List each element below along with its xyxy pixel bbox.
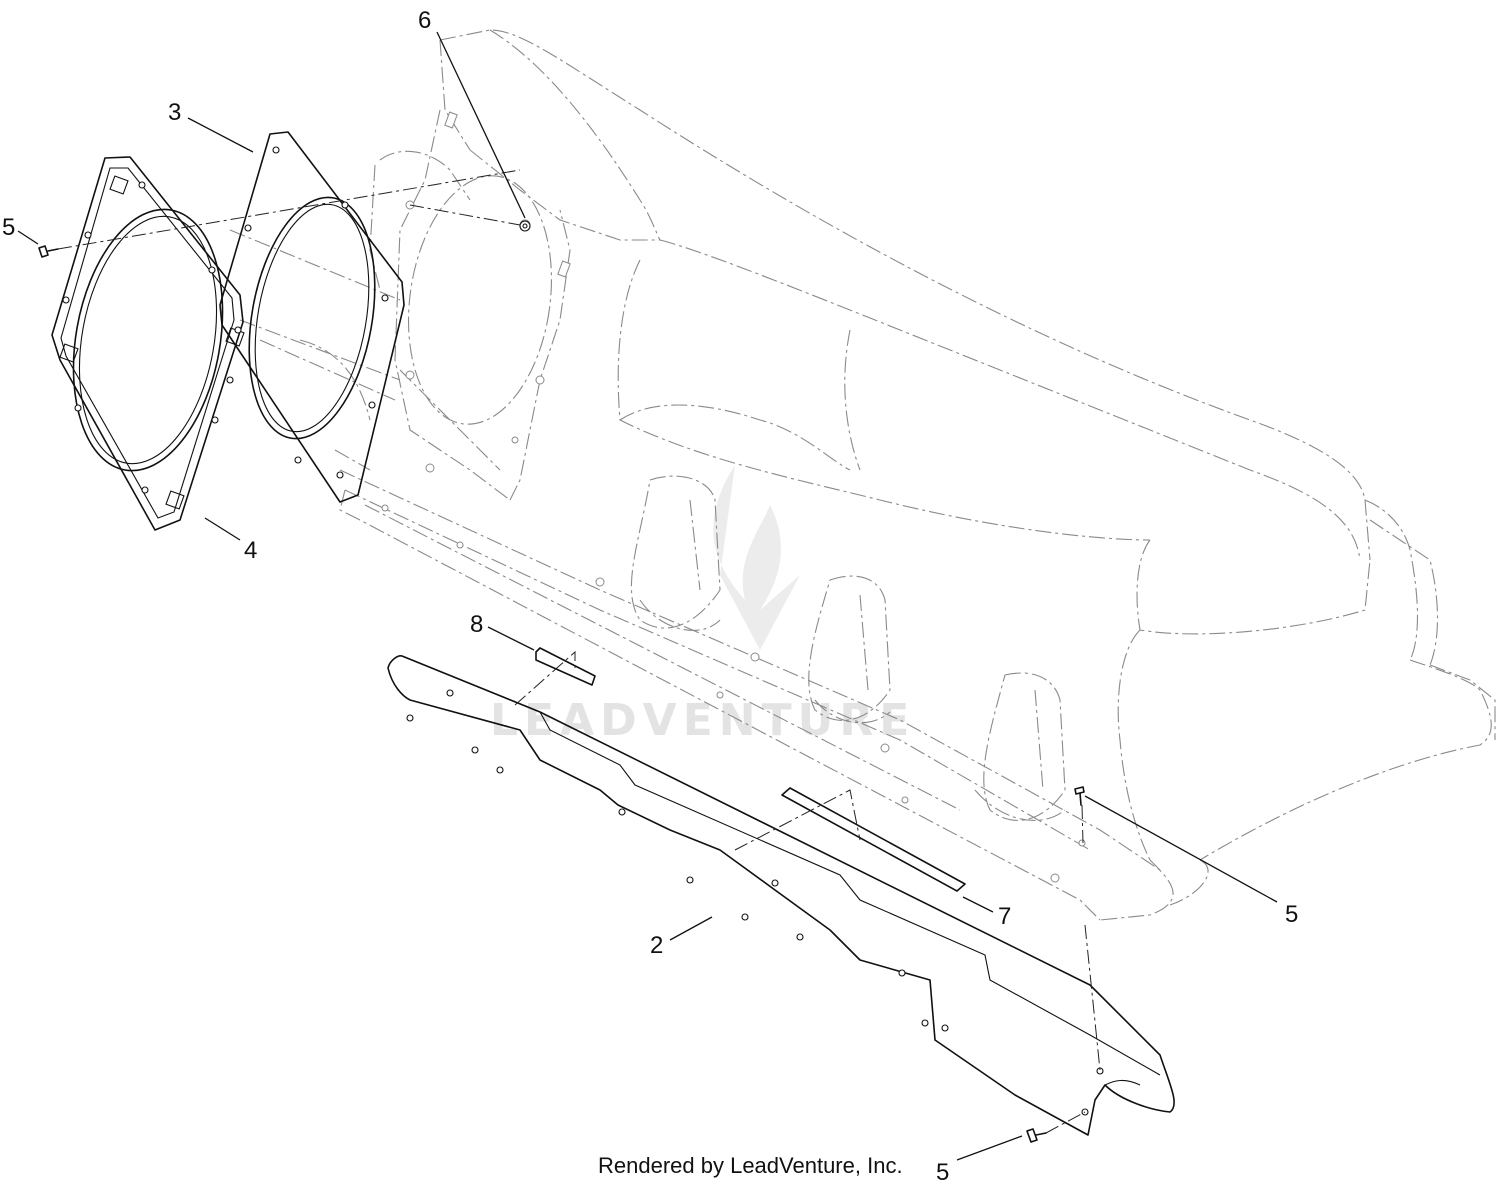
callout-6: 6 [418,7,431,34]
callout-2: 2 [650,932,663,959]
screw-icon [1026,1128,1047,1143]
watermark-text: LEADVENTURE [490,695,915,746]
leader-4 [204,517,241,541]
render-credit: Rendered by LeadVenture, Inc. [598,1153,903,1178]
callout-labels: 6 3 5 4 8 5 7 2 5 [2,7,1298,1186]
callout-5: 5 [936,1159,949,1186]
watermark: LEADVENTURE [490,465,915,746]
leader-6 [436,31,526,219]
part-8-pad [535,647,596,686]
part-3-gasket [219,131,405,503]
callout-4: 4 [244,537,257,564]
blower-housing-phantom [229,29,1496,921]
leader-5b [1084,795,1278,903]
part-4-flange-ring [51,156,245,531]
assembly-lines [57,169,1101,1134]
leader-lines [17,31,1278,1161]
nut-icon [519,220,531,232]
part-7-strip [781,787,966,892]
screw-icon [38,245,59,258]
leader-3 [187,117,254,153]
callout-5: 5 [1285,901,1298,928]
callout-8: 8 [470,611,483,638]
callout-3: 3 [168,99,181,126]
leader-5c [956,1135,1023,1161]
watermark-logo-icon [713,465,800,650]
leader-5a [17,230,39,245]
part-2-baffle-plate [387,655,1175,1136]
screw-icon [1074,786,1085,806]
leader-7 [962,896,994,913]
fasteners [38,220,1085,1143]
callout-5: 5 [2,214,15,241]
leader-2 [669,916,713,941]
callout-7: 7 [998,903,1011,930]
leader-8 [487,626,535,651]
